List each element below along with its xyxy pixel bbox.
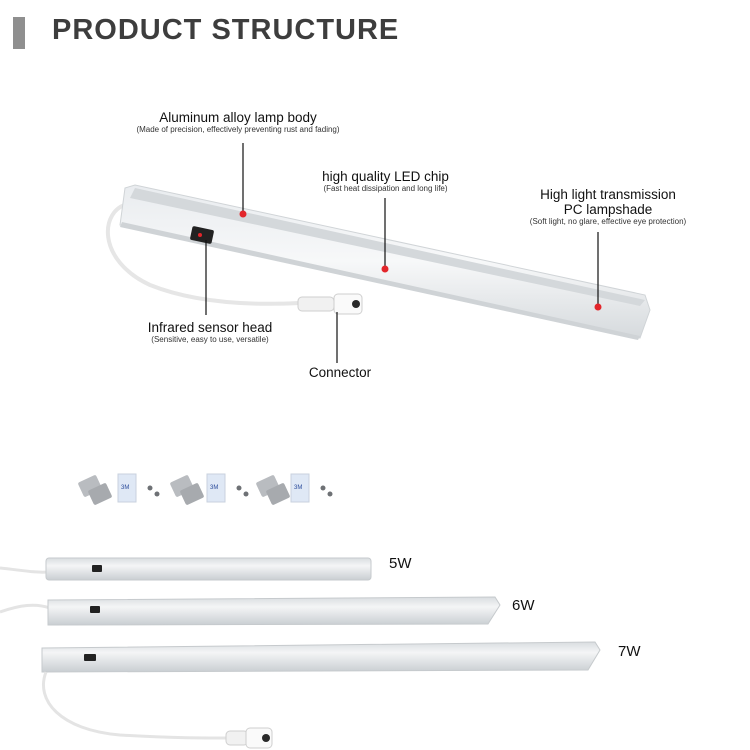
variant-label-5w: 5W [389, 555, 412, 572]
marker-lampshade [594, 303, 602, 311]
callout-lamp-body: Aluminum alloy lamp body (Made of precis… [108, 110, 368, 134]
svg-text:3M: 3M [294, 485, 302, 491]
callout-sensor: Infrared sensor head (Sensitive, easy to… [125, 320, 295, 344]
marker-lamp-body [239, 210, 247, 218]
variant-label-7w: 7W [618, 643, 641, 660]
page-title: PRODUCT STRUCTURE [52, 14, 400, 46]
lamp-bar-5w [0, 557, 372, 581]
callout-subtitle: (Soft light, no glare, effective eye pro… [529, 217, 687, 226]
accessory-set-3: 3M [256, 473, 333, 505]
marker-led-chip [381, 265, 389, 273]
callout-led-chip: high quality LED chip (Fast heat dissipa… [298, 169, 473, 193]
lamp-bar-7w [41, 641, 601, 749]
callout-lampshade: High light transmission PC lampshade (So… [508, 187, 708, 226]
callout-title: Connector [308, 365, 372, 380]
dc-connector-bottom [225, 727, 273, 749]
variant-label-6w: 6W [512, 597, 535, 614]
callout-title: Infrared sensor head [147, 320, 273, 335]
callout-subtitle: (Sensitive, easy to use, versatile) [151, 335, 269, 344]
callout-title-line2: PC lampshade [563, 202, 653, 217]
dc-connector [297, 293, 363, 315]
accessory-set-1: 3M [78, 473, 160, 505]
callout-title: high quality LED chip [322, 169, 449, 184]
lamp-bar-6w [0, 596, 501, 626]
header-accent-bar [13, 17, 25, 49]
power-cable [105, 202, 301, 306]
callout-connector: Connector [290, 365, 390, 380]
callout-subtitle: (Fast heat dissipation and long life) [323, 184, 448, 193]
svg-text:3M: 3M [121, 485, 129, 491]
accessory-set-2: 3M [170, 473, 249, 505]
callout-title: High light transmission [540, 187, 676, 202]
svg-text:3M: 3M [210, 485, 218, 491]
mounting-accessories: 3M 3M 3M [78, 473, 333, 505]
callout-title: Aluminum alloy lamp body [159, 110, 317, 125]
callout-subtitle: (Made of precision, effectively preventi… [136, 125, 340, 134]
